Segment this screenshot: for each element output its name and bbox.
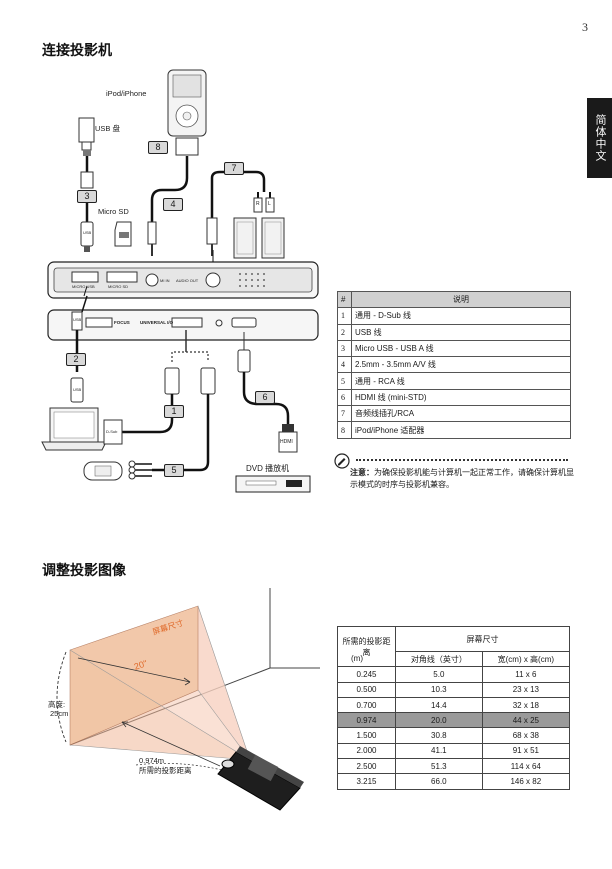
dist-cell-distance: 0.500 <box>337 681 396 698</box>
usb-disk <box>78 117 95 189</box>
cable-badge-5: 5 <box>164 464 184 477</box>
usb-plug-label-3: USB <box>73 387 82 392</box>
micro-sd-label: Micro SD <box>98 207 129 216</box>
projection-distance-table: 所需的投影距离 屏幕尺寸 对角线（英寸） 宽(cm) x 高(cm) (m) 0… <box>337 625 571 790</box>
dist-cell-distance: 0.700 <box>337 696 396 714</box>
usb-plug-label: USB <box>83 230 92 235</box>
cable-badge-6: 6 <box>255 391 275 404</box>
adjust-heading: 调整投影图像 <box>42 563 126 579</box>
game-console <box>83 461 123 481</box>
dist-cell-distance: 1.500 <box>337 727 396 744</box>
language-tab[interactable]: 简体中文 <box>587 98 612 178</box>
dist-header-row-1: 所需的投影距离 屏幕尺寸 <box>337 625 570 668</box>
legend-header-number: # <box>337 290 352 309</box>
dist-cell-size: 91 x 51 <box>481 742 571 760</box>
dist-cell-size: 11 x 6 <box>481 666 571 683</box>
dist-cell-size: 23 x 13 <box>481 681 571 698</box>
dist-cell-diagonal: 20.0 <box>395 712 483 729</box>
page-number: 3 <box>582 20 588 34</box>
dist-cell-diagonal: 5.0 <box>395 666 483 683</box>
distance-description: 所需的投影距离 <box>139 766 192 775</box>
cable-badge-3: 3 <box>77 190 97 203</box>
legend-header-description: 说明 <box>351 290 571 309</box>
dist-header-distance-text: 所需的投影距离 <box>342 636 391 657</box>
height-value: 25cm <box>50 709 69 718</box>
projector-top-panel <box>47 261 319 299</box>
dist-cell-size: 146 x 82 <box>481 773 571 790</box>
cable-badge-8: 8 <box>148 141 168 154</box>
dist-cell-distance: 2.500 <box>337 758 396 775</box>
legend-header-row: # 说明 <box>337 290 571 309</box>
usb-plug-label-2: USB <box>73 317 82 322</box>
hdmi-plug-label: HDMI <box>280 439 293 445</box>
dist-cell-diagonal: 66.0 <box>395 773 483 790</box>
dist-header-unit: (m) <box>351 654 363 663</box>
dist-cell-size: 44 x 25 <box>481 712 571 729</box>
note-divider <box>356 459 568 461</box>
dist-cell-size: 114 x 64 <box>481 758 571 775</box>
dist-cell-distance: 2.000 <box>337 742 396 760</box>
micro-sd-card <box>114 221 132 247</box>
projector-side-panel <box>47 309 319 341</box>
dist-cell-size: 32 x 18 <box>481 696 571 714</box>
dist-cell-diagonal: 30.8 <box>395 727 483 744</box>
connect-heading: 连接投影机 <box>42 43 112 59</box>
dist-header-screen: 屏幕尺寸 <box>395 626 570 652</box>
rca-left-label: L <box>268 201 271 207</box>
dist-header-diag: 对角线（英寸） <box>395 650 483 668</box>
cable-badge-7: 7 <box>224 162 244 175</box>
port-micro-sd-label: MICRO SD <box>108 284 128 289</box>
ipod-label: iPod/iPhone <box>106 89 147 98</box>
port-universal-label: UNIVERSAL I/O <box>140 320 174 325</box>
legend-cell-description: iPod/iPhone 适配器 <box>351 421 571 439</box>
dvd-player <box>235 475 311 493</box>
distance-value: 0.974m <box>139 756 165 765</box>
projector-device <box>217 746 304 811</box>
note-pencil-icon <box>334 453 350 469</box>
cable-badge-4: 4 <box>163 198 183 211</box>
cable-badge-1: 1 <box>164 405 184 418</box>
dist-cell-distance: 0.974 <box>337 712 396 729</box>
dist-header-distance: 所需的投影距离 <box>337 625 396 668</box>
dist-cell-diagonal: 10.3 <box>395 681 483 698</box>
dist-cell-distance: 0.245 <box>337 666 396 683</box>
dist-cell-size: 68 x 38 <box>481 727 571 744</box>
ipod-device <box>167 69 207 156</box>
dist-cell-diagonal: 41.1 <box>395 742 483 760</box>
usb-disk-label: USB 盘 <box>95 124 121 133</box>
note-label: 注意： <box>350 468 374 477</box>
note-text: 注意：为确保投影机能与计算机一起正常工作，请确保计算机显示模式的时序与投影机兼容… <box>350 467 574 491</box>
dist-cell-diagonal: 14.4 <box>395 696 483 714</box>
port-audio-out-label: AUDIO OUT <box>176 278 199 283</box>
dist-header-row-2: 对角线（英寸） 宽(cm) x 高(cm) <box>338 650 571 668</box>
dist-header-wh: 宽(cm) x 高(cm) <box>481 650 571 668</box>
height-label: 高度: <box>48 700 66 709</box>
note-body: 为确保投影机能与计算机一起正常工作，请确保计算机显示模式的时序与投影机兼容。 <box>350 468 574 489</box>
rca-right-label: R <box>256 201 260 207</box>
port-mic-in-label: MI IN <box>160 278 170 283</box>
port-micro-usb-label: MICRO USB <box>72 284 95 289</box>
port-focus-label: FOCUS <box>114 320 130 325</box>
laptop <box>41 407 107 451</box>
dist-cell-distance: 3.215 <box>337 773 396 790</box>
dsub-label: D-Sub <box>106 429 118 434</box>
dist-cell-diagonal: 51.3 <box>395 758 483 775</box>
dvd-label: DVD 播放机 <box>246 464 290 473</box>
cable-badge-2: 2 <box>66 353 86 366</box>
